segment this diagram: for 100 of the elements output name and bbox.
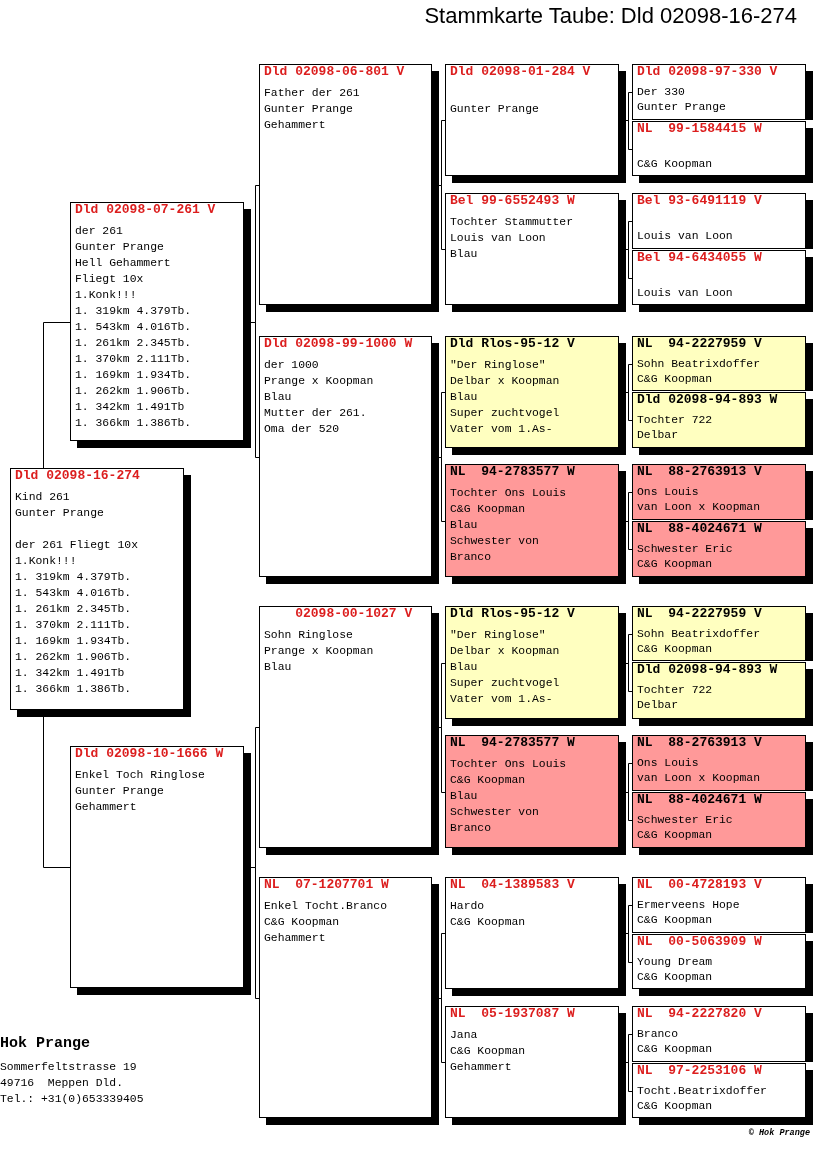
card-text: Blau: [450, 247, 478, 262]
card-text: C&G Koopman: [637, 1042, 713, 1057]
connector-line: [438, 933, 446, 999]
card-text: Gunter Prange: [15, 506, 104, 521]
ring-number: NL 94-2227820 V: [637, 1007, 762, 1021]
card-text: Super zuchtvogel: [450, 406, 560, 421]
pedigree-card: [632, 662, 813, 726]
card-text: Gehammert: [450, 1060, 512, 1075]
ring-number: NL 00-4728193 V: [637, 878, 762, 892]
pedigree-card: [632, 934, 813, 996]
card-text: Blau: [450, 660, 478, 675]
pedigree-card: [632, 521, 813, 584]
card-text: C&G Koopman: [637, 1099, 713, 1114]
pedigree-card: [259, 336, 439, 584]
card-text: Tochter Stammutter: [450, 215, 574, 230]
ring-number: NL 88-4024671 W: [637, 522, 762, 536]
card-text: C&G Koopman: [264, 915, 340, 930]
ring-number: NL 00-5063909 W: [637, 935, 762, 949]
connector-line: [625, 905, 633, 934]
card-text: Delbar: [637, 698, 678, 713]
card-text: C&G Koopman: [637, 970, 713, 985]
card-text: Gunter Prange: [75, 784, 164, 799]
card-text: C&G Koopman: [450, 915, 526, 930]
card-text: 1. 319km 4.379Tb.: [75, 304, 192, 319]
card-text: C&G Koopman: [637, 372, 713, 387]
connector-line: [625, 521, 633, 550]
pedigree-card: [445, 64, 626, 183]
card-text: Blau: [264, 390, 292, 405]
card-text: Father der 261: [264, 86, 360, 101]
card-text: 1. 169km 1.934Tb.: [15, 634, 132, 649]
card-text: 1. 262km 1.906Tb.: [75, 384, 192, 399]
card-text: Gunter Prange: [75, 240, 164, 255]
card-text: Blau: [450, 518, 478, 533]
pedigree-card: [632, 735, 813, 791]
card-text: C&G Koopman: [450, 773, 526, 788]
ring-number: Dld 02098-97-330 V: [637, 65, 778, 79]
card-text: 1. 342km 1.491Tb: [75, 400, 185, 415]
connector-line: [625, 792, 633, 821]
card-text: 1. 262km 1.906Tb.: [15, 650, 132, 665]
ring-number: NL 94-2227959 V: [637, 337, 762, 351]
pedigree-card: [632, 64, 813, 120]
card-text: Tochter Ons Louis: [450, 486, 567, 501]
card-text: C&G Koopman: [450, 502, 526, 517]
card-text: Ons Louis: [637, 756, 699, 771]
ring-number: NL 07-1207701 W: [264, 878, 389, 892]
card-text: Gehammert: [264, 931, 326, 946]
card-text: Schwester von Branco: [450, 534, 540, 565]
card-text: C&G Koopman: [450, 1044, 526, 1059]
card-text: Tocht.Beatrixdoffer: [637, 1084, 767, 1099]
card-text: 1. 543km 4.016Tb.: [15, 586, 132, 601]
pedigree-card: [445, 193, 626, 312]
card-text: Schwester Eric: [637, 813, 733, 828]
pedigree-card: [632, 1063, 813, 1125]
connector-line: [438, 457, 446, 522]
pedigree-card: [445, 735, 626, 855]
ring-number: Bel 99-6552493 W: [450, 194, 575, 208]
card-text: Vater vom 1.As-: [450, 692, 553, 707]
pedigree-card: [70, 746, 251, 995]
ring-number: 02098-00-1027 V: [294, 607, 413, 621]
pedigree-card: [632, 336, 813, 391]
card-text: Blau: [450, 390, 478, 405]
address-line: 49716 Meppen Dld.: [0, 1076, 124, 1091]
card-text: Prange x Koopman: [264, 374, 374, 389]
card-text: Louis van Loon: [637, 286, 733, 301]
connector-line: [625, 392, 633, 421]
card-text: 1. 261km 2.345Tb.: [15, 602, 132, 617]
card-text: Super zuchtvogel: [450, 676, 560, 691]
card-text: Sohn Beatrixdoffer: [637, 357, 761, 372]
card-text: Vater vom 1.As-: [450, 422, 553, 437]
card-text: Ons Louis: [637, 485, 699, 500]
card-text: Blau: [450, 789, 478, 804]
loft-name: Hok Prange: [0, 1035, 90, 1053]
ring-number: Dld 02098-94-893 W: [637, 663, 778, 677]
card-text: C&G Koopman: [637, 913, 713, 928]
pedigree-card: [632, 193, 813, 249]
card-text: Prange x Koopman: [264, 644, 374, 659]
card-text: der 261 Fliegt 10x: [15, 538, 139, 553]
card-text: Enkel Tocht.Branco: [264, 899, 388, 914]
phone-number: Tel.: +31(0)653339405: [0, 1092, 144, 1107]
connector-line: [625, 1062, 633, 1092]
connector-line: [438, 998, 446, 1063]
connector-line: [625, 634, 633, 664]
card-text: der 1000: [264, 358, 319, 373]
ring-number: NL 88-4024671 W: [637, 793, 762, 807]
card-text: Gehammert: [75, 800, 137, 815]
ring-number: Dld 02098-94-893 W: [637, 393, 778, 407]
connector-line: [438, 663, 446, 728]
card-text: Ermerveens Hope: [637, 898, 740, 913]
card-text: Gunter Prange: [637, 100, 726, 115]
ring-number: NL 99-1584415 W: [637, 122, 762, 136]
ring-number: Bel 94-6434055 W: [637, 251, 762, 265]
card-text: der 261: [75, 224, 123, 239]
card-text: C&G Koopman: [637, 828, 713, 843]
connector-line: [625, 221, 633, 250]
connector-line: [43, 716, 71, 868]
ring-number: Dld 02098-07-261 V: [75, 203, 216, 217]
page-title: Stammkarte Taube: Dld 02098-16-274: [424, 3, 797, 29]
connector-line: [43, 322, 71, 469]
ring-number: NL 97-2253106 W: [637, 1064, 762, 1078]
pedigree-card: [632, 1006, 813, 1062]
